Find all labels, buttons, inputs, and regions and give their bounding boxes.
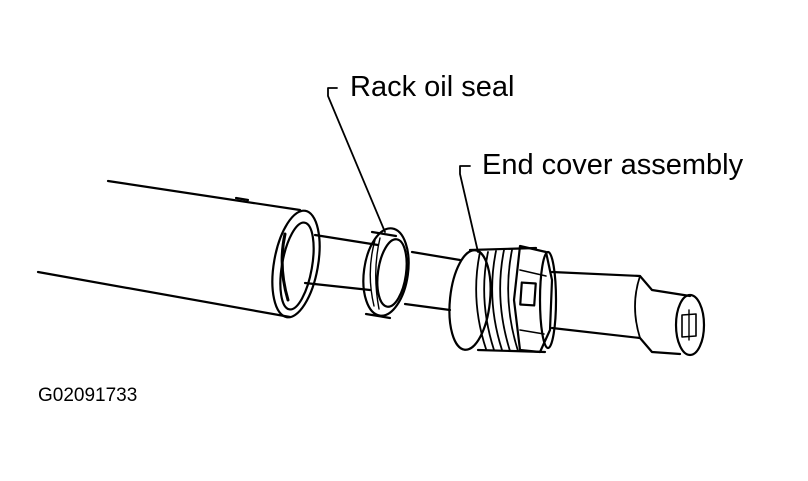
rack-housing [36,179,321,319]
housing-small-mark [234,196,250,202]
thread-5 [507,249,519,352]
cover-top-edge [468,246,538,252]
rack-shaft [303,233,462,312]
thread-3 [491,250,503,351]
figure-id-label: G02091733 [38,385,138,406]
shaft-seg2-top [410,250,462,262]
shaft-end-top [550,270,692,298]
seal-inner-face [376,238,408,308]
thread-4 [499,249,511,352]
shaft-seg2-bottom [403,302,452,312]
housing-end-opening [271,209,321,319]
shaft-tip-face [674,293,706,357]
shaft-step [634,275,641,339]
cover-front-face [448,249,492,351]
rack-oil-seal-label: Rack oil seal [350,71,515,103]
seal-rim-top [370,230,398,238]
rack-oil-seal-part [362,227,410,320]
seal-shade [369,239,376,307]
housing-bottom-edge [36,270,292,319]
shaft-top-edge [313,233,380,247]
shaft-end-bottom [550,326,682,356]
shaft-bottom-edge [303,281,372,292]
hex-nut-outline [512,244,554,354]
leader-lines [327,87,479,253]
hex-nut-flat [519,281,537,307]
seal-rim-bottom [364,312,392,320]
leader-rack-oil-seal [327,87,386,233]
thread-1 [475,251,487,350]
housing-top-edge [106,179,302,212]
thread-2 [483,251,495,351]
housing-inner-shadow [280,232,290,302]
nut-back-face [538,250,558,350]
shaft-end [550,270,706,357]
seal-shade-2 [375,237,381,310]
end-cover-assembly-label: End cover assembly [482,149,744,181]
shaft-tip-slot [681,313,697,338]
leader-end-cover [459,165,479,253]
end-cover-part [448,244,558,354]
